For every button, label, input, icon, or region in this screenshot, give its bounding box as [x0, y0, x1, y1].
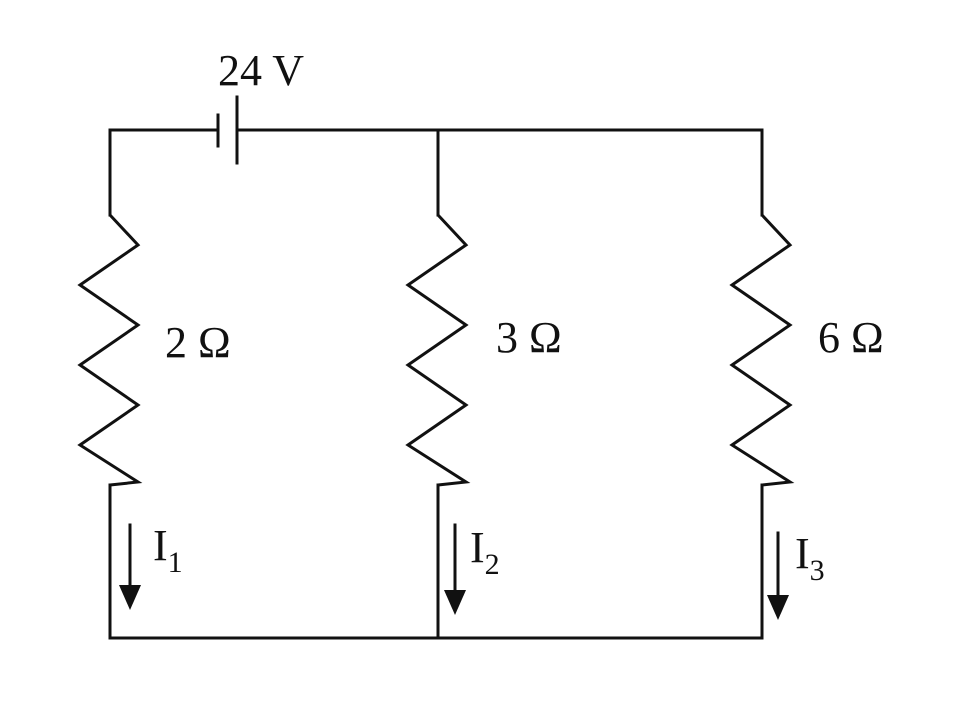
current-subscript-2: 2	[485, 548, 500, 581]
current-symbol-1: I	[153, 521, 168, 570]
current-label-2: I2	[470, 523, 500, 581]
current-symbol-2: I	[470, 523, 485, 572]
current-subscript-1: 1	[168, 546, 183, 579]
current-arrow-1	[119, 523, 141, 610]
current-label-3: I3	[795, 529, 825, 587]
battery-symbol	[216, 95, 239, 165]
current-label-1: I1	[153, 521, 183, 579]
resistor-label-2: 3 Ω	[496, 313, 562, 362]
resistor-label-3: 6 Ω	[818, 313, 884, 362]
battery-label: 24 V	[218, 46, 304, 95]
current-subscript-3: 3	[810, 554, 825, 587]
current-arrow-3	[767, 531, 789, 620]
current-arrow-2	[444, 523, 466, 615]
resistor-6-ohm	[729, 213, 795, 487]
resistor-label-1: 2 Ω	[165, 318, 231, 367]
resistor-3-ohm	[405, 213, 471, 487]
current-symbol-3: I	[795, 529, 810, 578]
resistor-2-ohm	[77, 213, 143, 487]
